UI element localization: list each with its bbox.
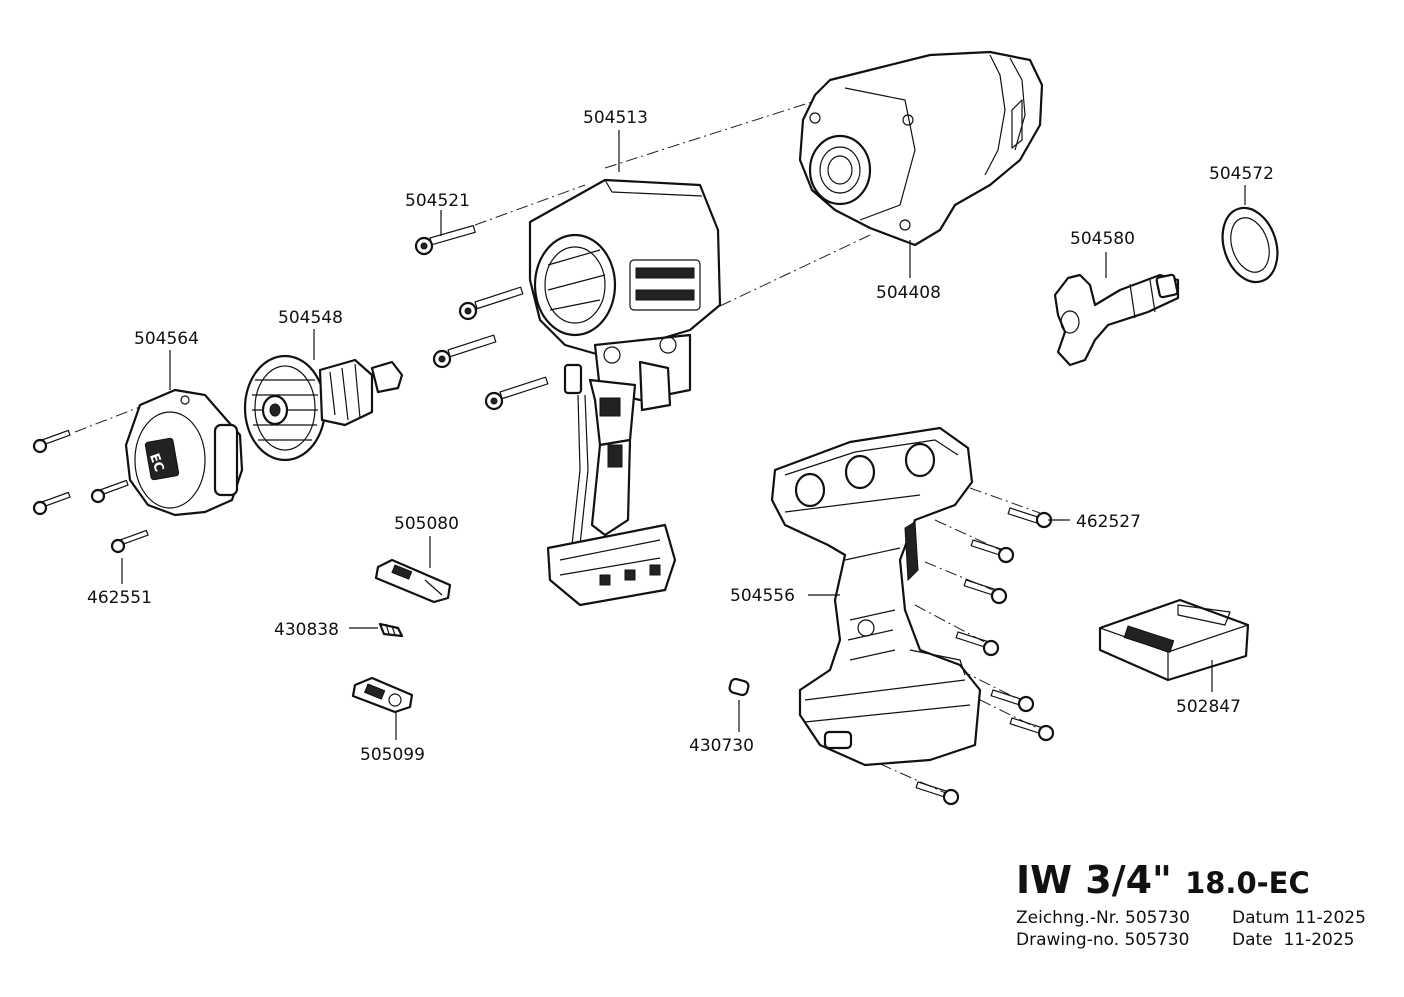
part-label-504408: 504408: [876, 283, 941, 303]
part-labels: 504513 504521 504408 504572 504580 50456…: [87, 108, 1274, 765]
screw: [414, 224, 476, 256]
model-name: IW 3/4": [1016, 858, 1172, 902]
screw: [970, 539, 1015, 564]
screw: [90, 479, 129, 504]
screw: [110, 529, 149, 554]
part-label-504513: 504513: [583, 108, 648, 128]
part-label-502847: 502847: [1176, 697, 1241, 717]
led-board-part: [374, 558, 452, 604]
model-title: IW 3/4" 18.0-EC: [1016, 856, 1396, 907]
screw: [432, 334, 497, 369]
meta-row-en: Drawing-no. 505730 Date 11-2025: [1016, 929, 1396, 951]
meta-row-de: Zeichng.-Nr. 505730 Datum 11-2025: [1016, 907, 1396, 929]
part-label-505080: 505080: [394, 514, 459, 534]
gear-housing-part: [798, 50, 1044, 247]
part-label-504580: 504580: [1070, 229, 1135, 249]
housing-screws: [414, 224, 549, 411]
part-label-462527: 462527: [1076, 512, 1141, 532]
svg-text:EC: EC: [146, 451, 166, 473]
model-suffix: 18.0-EC: [1185, 866, 1310, 900]
cap-screws: [32, 429, 149, 554]
handle-housing-part: [770, 426, 982, 767]
drawing-number-de: Zeichng.-Nr. 505730: [1016, 908, 1190, 928]
part-label-504521: 504521: [405, 191, 470, 211]
screw: [955, 631, 1000, 657]
date-de: Datum 11-2025: [1232, 908, 1366, 928]
handle-screws: [915, 507, 1055, 806]
part-label-462551: 462551: [87, 588, 152, 608]
part-label-504556: 504556: [730, 586, 795, 606]
washer-part: [1221, 206, 1279, 284]
latch-part: [351, 676, 414, 714]
part-label-430730: 430730: [689, 736, 754, 756]
part-label-505099: 505099: [360, 745, 425, 765]
screw: [963, 579, 1008, 605]
motor-housing-part: [528, 178, 722, 607]
title-block: IW 3/4" 18.0-EC Zeichng.-Nr. 505730 Datum…: [1016, 856, 1396, 951]
screw: [990, 689, 1035, 713]
part-label-504564: 504564: [134, 329, 199, 349]
rotor-part: [243, 354, 404, 462]
part-label-504572: 504572: [1209, 164, 1274, 184]
screw: [458, 286, 524, 321]
pin-part: [728, 677, 750, 697]
date-en: Date 11-2025: [1232, 930, 1355, 950]
screw: [32, 429, 71, 454]
small-spring-part: [378, 622, 404, 638]
leader-lines: [121, 130, 1246, 740]
motor-cap-part: EC: [124, 388, 244, 517]
screw: [484, 376, 549, 411]
screw: [915, 781, 960, 806]
anvil-part: [1053, 273, 1180, 367]
battery-cover-part: [1098, 598, 1250, 682]
part-label-430838: 430838: [274, 620, 339, 640]
part-label-504548: 504548: [278, 308, 343, 328]
screw: [1007, 507, 1053, 529]
drawing-number-en: Drawing-no. 505730: [1016, 930, 1190, 950]
screw: [32, 491, 71, 516]
screw: [1009, 717, 1055, 742]
